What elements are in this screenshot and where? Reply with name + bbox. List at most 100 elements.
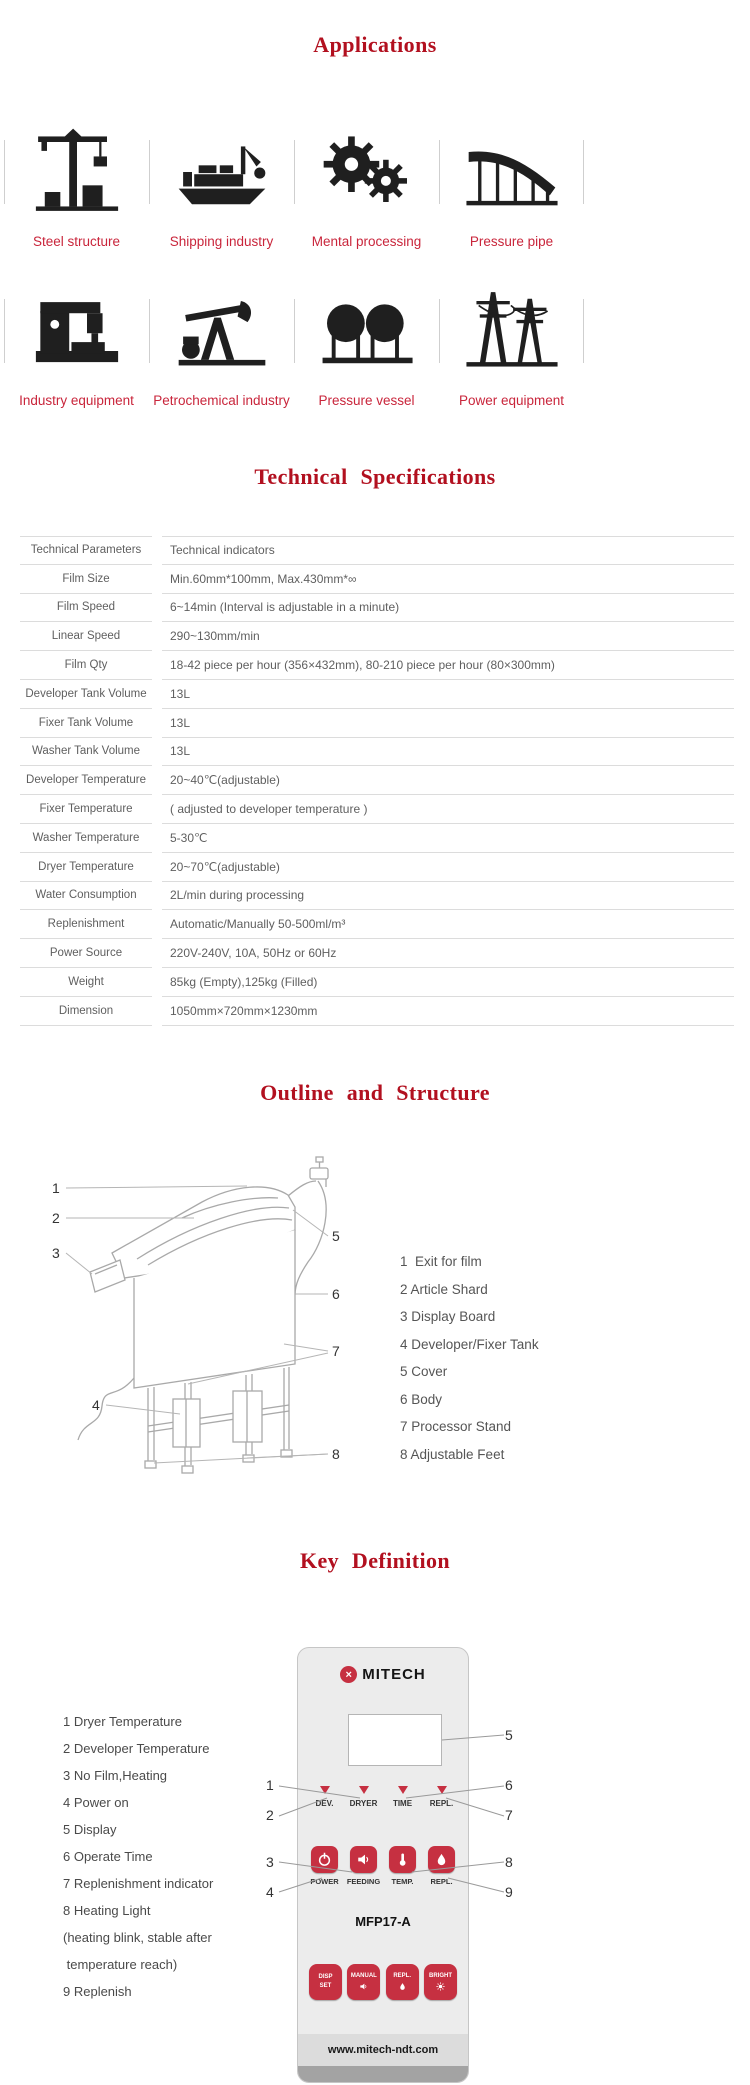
icon-box	[439, 271, 584, 391]
keydef-title: Key Definition	[299, 1548, 451, 1573]
legend-item: 1 Exit for film	[400, 1254, 482, 1269]
bright-button[interactable]: BRIGHT	[423, 1964, 457, 2000]
key-label: POWER	[310, 1877, 339, 1886]
keydef-callout-2: 2	[266, 1807, 274, 1823]
keydef-callout-5: 5	[505, 1727, 513, 1743]
spec-value: Min.60mm*100mm, Max.430mm*∞	[162, 565, 734, 594]
icon-box	[294, 271, 439, 391]
legend-item: 6 Body	[400, 1391, 443, 1407]
spec-param: Fixer Temperature	[20, 795, 152, 824]
led-icon	[397, 1786, 408, 1794]
spec-param: Fixer Tank Volume	[20, 709, 152, 738]
specs-title: Technical Specifications	[254, 464, 496, 489]
power-icon	[318, 1852, 331, 1866]
application-item: Power equipment	[439, 271, 584, 408]
disp-set-button[interactable]: DISP SET	[309, 1964, 342, 2000]
led-icon	[358, 1786, 369, 1794]
outline-callout-5: 5	[332, 1228, 340, 1244]
spec-value: ( adjusted to developer temperature )	[162, 795, 734, 824]
application-item: Industry equipment	[4, 271, 149, 408]
application-label: Steel structure	[32, 234, 121, 249]
repl-button[interactable]	[428, 1846, 455, 1873]
column-gap	[152, 651, 162, 680]
replenish-button[interactable]: REPL.	[385, 1964, 419, 2000]
table-row: Power Source 220V-240V, 10A, 50Hz or 60Hz	[20, 939, 734, 968]
brand-name: MITECH	[362, 1666, 426, 1683]
manual-button[interactable]: MANUAL	[347, 1964, 381, 2000]
application-item: Petrochemical industry	[149, 271, 294, 408]
column-gap	[152, 997, 162, 1026]
legend-item: 2 Developer Temperature	[63, 1741, 210, 1756]
table-row: Fixer Temperature ( adjusted to developer…	[20, 795, 734, 824]
keydef-callout-9: 9	[505, 1884, 513, 1900]
application-label: Petrochemical industry	[153, 393, 290, 408]
spec-param: Water Consumption	[20, 882, 152, 911]
outline-callout-6: 6	[332, 1286, 340, 1302]
icon-box	[294, 112, 439, 232]
outline-callout-2: 2	[52, 1210, 60, 1226]
column-gap	[152, 882, 162, 911]
column-gap	[152, 968, 162, 997]
legend-item: 8 Adjustable Feet	[400, 1446, 505, 1462]
icon-box	[149, 112, 294, 232]
soft-key-row: DISP SET MANUAL REPL. BRIGHT	[309, 1964, 457, 2000]
spec-param: Power Source	[20, 939, 152, 968]
spec-param: Washer Temperature	[20, 824, 152, 853]
key-label: REPL.	[430, 1877, 453, 1886]
legend-item: 4 Power on	[63, 1795, 129, 1810]
indicator-time: TIME	[384, 1786, 421, 1808]
legend-item: 5 Display	[63, 1822, 117, 1837]
model-label: MFP17-A	[355, 1914, 411, 1929]
indicator-row: DEV. DRYER TIME REPL.	[306, 1786, 460, 1808]
legend-item: 3 No Film,Heating	[63, 1768, 168, 1783]
speaker-icon	[360, 1983, 367, 1990]
website-bar: www.mitech-ndt.com	[298, 2034, 468, 2066]
spec-param: Replenishment	[20, 910, 152, 940]
icon-box	[439, 112, 584, 232]
column-gap	[152, 536, 162, 565]
column-gap	[152, 939, 162, 968]
key-label: FEEDING	[346, 1877, 381, 1886]
key-row: POWER FEEDING TEMP. REPL.	[306, 1846, 460, 1886]
outline-title: Outline and Structure	[260, 1080, 490, 1105]
application-label: Shipping industry	[169, 234, 274, 249]
soft-key-label: MANUAL	[350, 1973, 377, 1979]
legend-item: temperature reach)	[63, 1957, 178, 1972]
application-item: Mental processing	[294, 112, 439, 249]
column-gap	[152, 594, 162, 623]
legend-item: 7 Replenishment indicator	[63, 1876, 214, 1891]
callout-leader-lines	[65, 1185, 329, 1464]
application-label: Pressure vessel	[318, 393, 415, 408]
power-button[interactable]	[311, 1846, 338, 1873]
lcd-display	[348, 1714, 442, 1766]
legend-item: 3 Display Board	[400, 1309, 496, 1324]
spec-param: Weight	[20, 968, 152, 997]
legend-item: 7 Processor Stand	[400, 1419, 512, 1434]
application-label: Pressure pipe	[469, 234, 554, 249]
outline-legend: 1 Exit for film 2 Article Shard 3 Displa…	[400, 1248, 539, 1468]
feeding-button[interactable]	[350, 1846, 377, 1873]
led-icon	[436, 1786, 447, 1794]
outline-callout-1: 1	[52, 1180, 60, 1196]
temp-button[interactable]	[389, 1846, 416, 1873]
spec-value: 220V-240V, 10A, 50Hz or 60Hz	[162, 939, 734, 968]
outline-callout-4: 4	[92, 1397, 100, 1413]
column-gap	[152, 910, 162, 939]
key-power: POWER	[306, 1846, 343, 1886]
pipeline-trestle-icon	[465, 151, 558, 206]
spec-value: 2L/min during processing	[162, 882, 734, 911]
spec-param: Dimension	[20, 997, 152, 1026]
key-label: TEMP.	[391, 1877, 414, 1886]
outline-callout-8: 8	[332, 1446, 340, 1462]
indicator-label: REPL.	[429, 1799, 454, 1808]
spec-param: Film Qty	[20, 651, 152, 680]
panel-footer	[298, 2066, 468, 2082]
